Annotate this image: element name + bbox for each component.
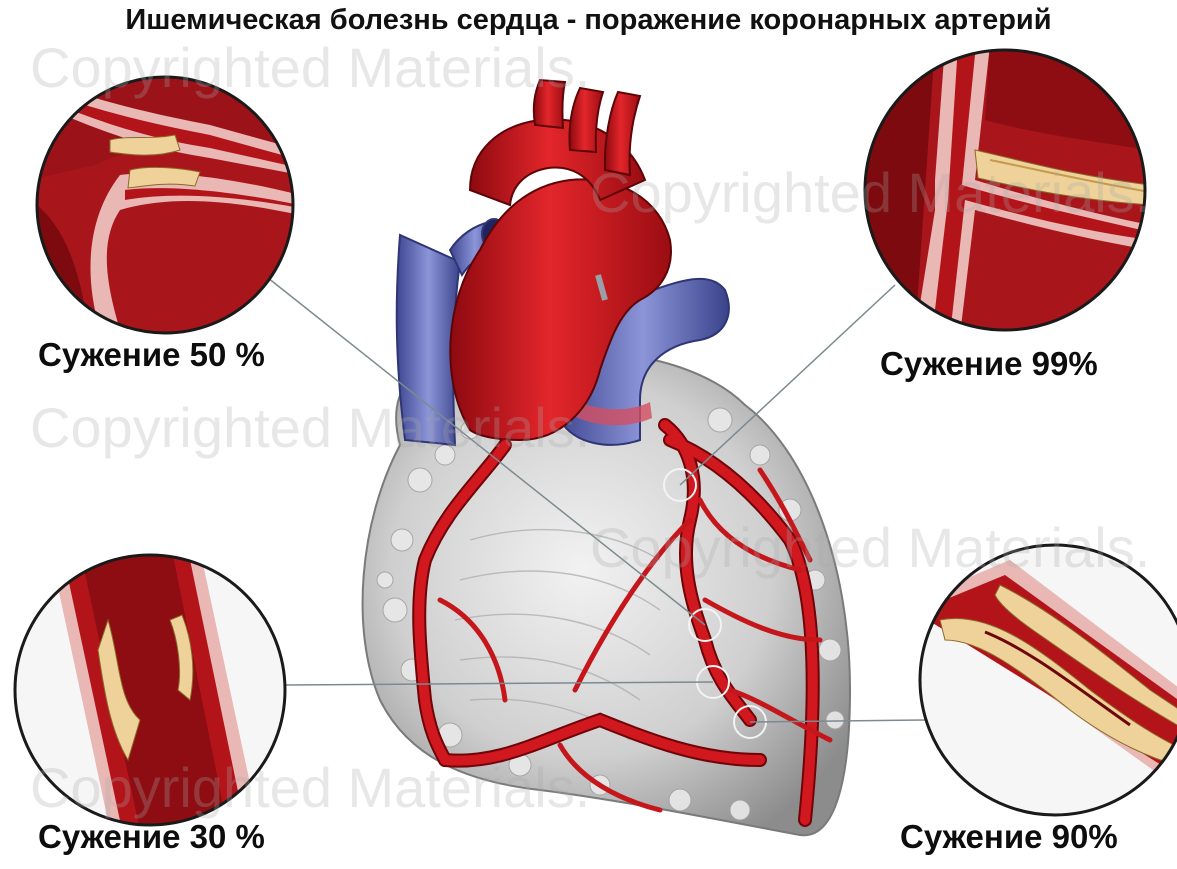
watermark: Copyrighted Materials. — [30, 395, 590, 460]
diagram-title: Ишемическая болезнь сердца - поражение к… — [0, 4, 1177, 37]
watermark: Copyrighted Materials. — [590, 160, 1150, 225]
label-narrowing-50: Сужение 50 % — [38, 336, 265, 374]
watermark: Copyrighted Materials. — [30, 35, 590, 100]
magnifier-top-left — [30, 70, 300, 340]
label-narrowing-30: Сужение 30 % — [38, 818, 265, 856]
watermark: Copyrighted Materials. — [590, 515, 1150, 580]
watermark: Copyrighted Materials. — [30, 755, 590, 820]
label-narrowing-90: Сужение 90% — [900, 818, 1118, 856]
magnifier-bottom-right — [915, 540, 1177, 820]
label-narrowing-99: Сужение 99% — [880, 345, 1098, 383]
